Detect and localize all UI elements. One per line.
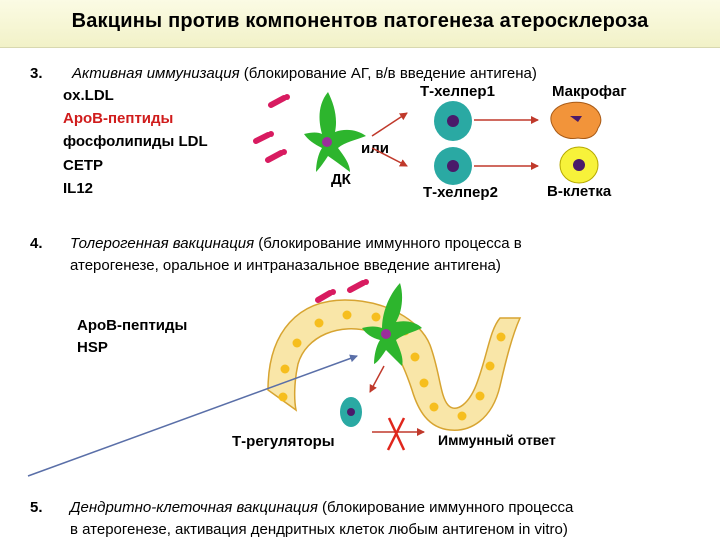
tolerogenic-antigen-apob: ApoB-пептиды	[77, 317, 188, 334]
antigen-fragment-icon	[265, 149, 287, 163]
section-5-heading: Дендритно-клеточная вакцинация (блокиров…	[70, 498, 573, 517]
antigen-label-oxldl: ox.LDL	[63, 87, 114, 104]
section-5-number: 5.	[30, 499, 43, 516]
t-cell-icon	[340, 397, 362, 427]
section-5-heading-rest: (блокирование иммунного процесса	[317, 499, 574, 516]
antigen-fragment-icon	[253, 131, 274, 144]
antigen-label-il12: IL12	[63, 180, 94, 197]
section-4-number: 4.	[30, 235, 43, 252]
section-3-number: 3.	[30, 65, 43, 82]
section-4-heading: Толерогенная вакцинация (блокирование им…	[70, 234, 522, 253]
th1-label: Т-хелпер1	[420, 83, 495, 100]
section-5-line2: в атерогенезе, активация дендритных клет…	[70, 521, 568, 538]
antigen-label-apob: ApoB-пептиды	[63, 110, 174, 127]
dc-label: ДК	[331, 171, 351, 188]
th2-label: Т-хелпер2	[423, 184, 498, 201]
bcell-label: В-клетка	[547, 183, 612, 200]
tolerogenic-antigen-hsp: HSP	[77, 339, 108, 356]
page-title: Вакцины против компонентов патогенеза ат…	[71, 10, 649, 32]
antigen-fragment-icon	[315, 289, 336, 303]
antigen-label-cetp: CETP	[63, 157, 104, 174]
macrophage-label: Макрофаг	[552, 83, 627, 100]
section-4-line2: атерогенезе, оральное и интраназальное в…	[70, 257, 501, 274]
section-3-heading-italic: Активная иммунизация	[72, 65, 240, 82]
section-4-heading-rest: (блокирование иммунного процесса в	[254, 235, 522, 252]
title-bar	[0, 0, 720, 48]
treg-label: Т-регуляторы	[232, 433, 335, 450]
antigen-fragment-icon	[347, 279, 369, 293]
section-3-heading: Активная иммунизация (блокирование АГ, в…	[72, 64, 537, 83]
section-3-heading-rest: (блокирование АГ, в/в введение антигена)	[239, 65, 537, 82]
b-cell-icon	[559, 146, 599, 184]
dendritic-cell-icon	[304, 92, 366, 172]
antigen-fragment-icon	[268, 94, 290, 108]
block-cross-icon	[386, 417, 406, 451]
t-cell-icon	[434, 101, 472, 141]
section-5-heading-italic: Дендритно-клеточная вакцинация	[70, 499, 318, 516]
antigen-label-phospholipids: фосфолипиды LDL	[63, 133, 208, 150]
section-4-heading-italic: Толерогенная вакцинация	[70, 235, 255, 252]
immune-response-label: Иммунный ответ	[438, 432, 556, 448]
dendritic-cell-icon	[362, 283, 422, 366]
t-cell-icon	[434, 147, 472, 185]
macrophage-icon	[550, 101, 602, 139]
